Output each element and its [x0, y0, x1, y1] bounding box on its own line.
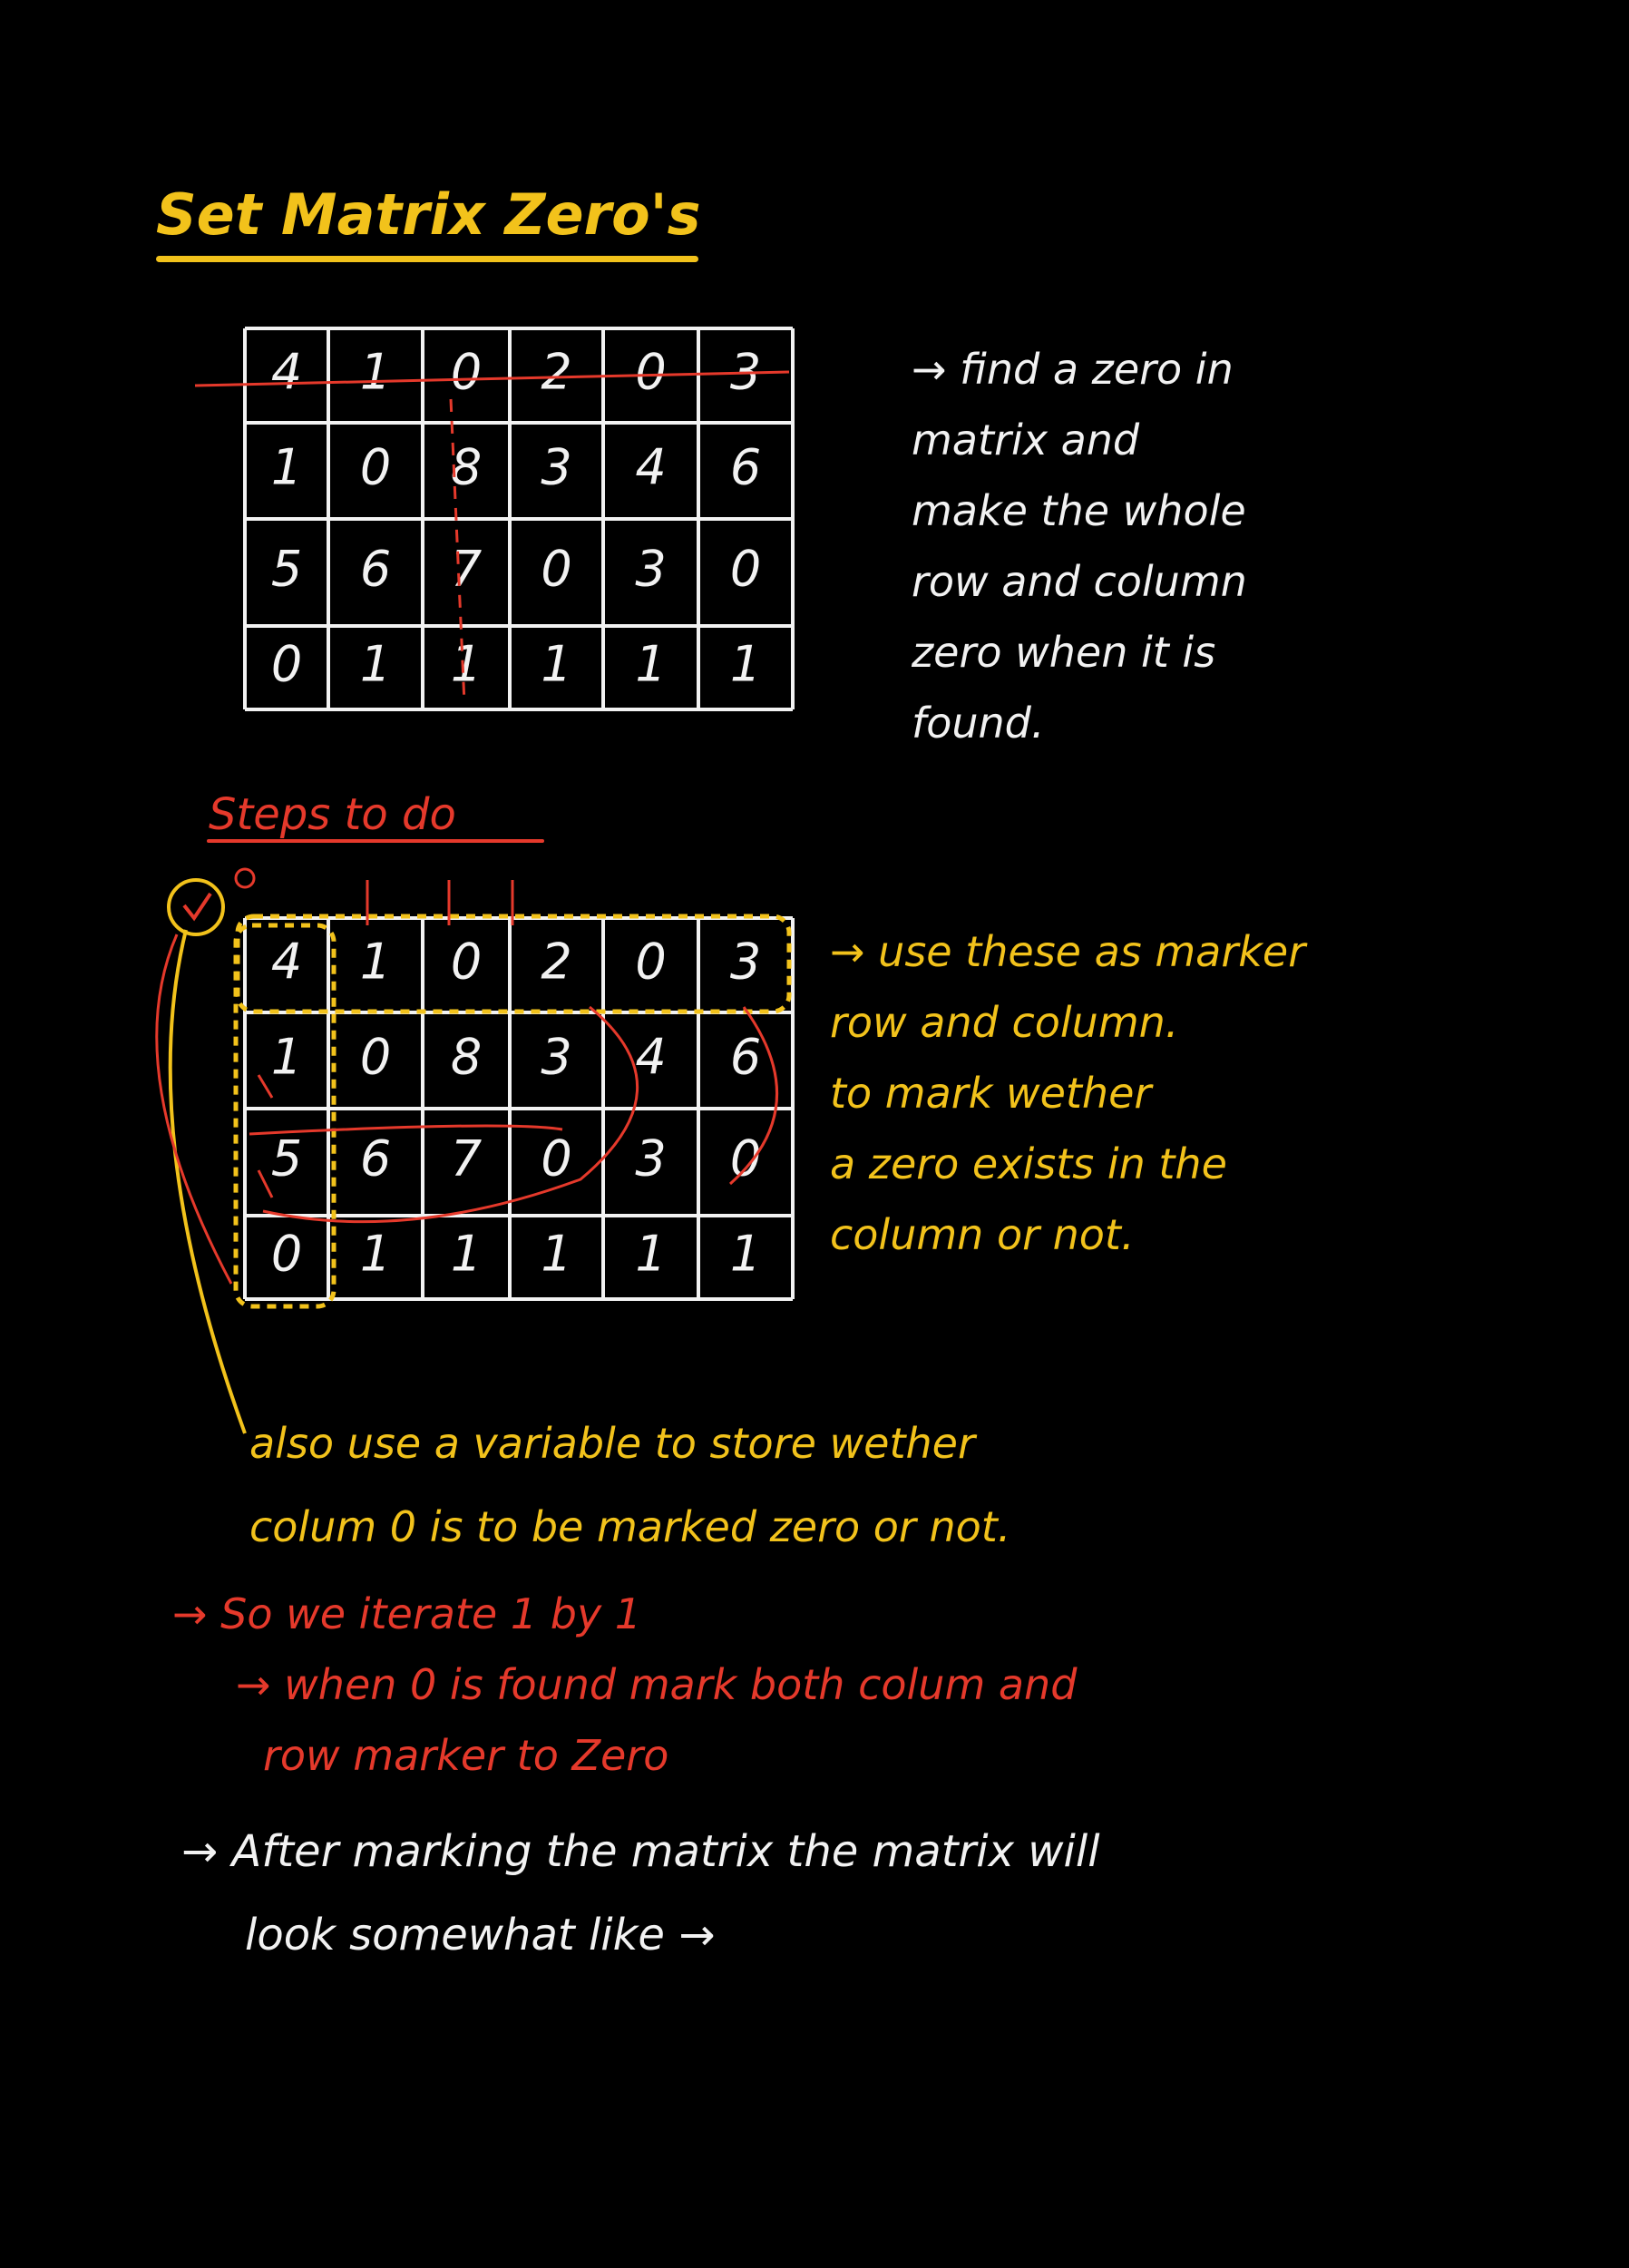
matrix-cell: 5 [271, 1130, 302, 1188]
matrix-cell: 1 [635, 636, 666, 693]
note-iterate: → So we iterate 1 by 1 → when 0 is found… [172, 1579, 1077, 1791]
matrix-cell: 1 [360, 636, 391, 693]
note-find-line: make the whole [912, 486, 1246, 535]
note-variable-line: also use a variable to store wether [249, 1419, 975, 1468]
matrix-cell: 1 [360, 1226, 391, 1283]
matrix-cell: 1 [730, 1226, 761, 1283]
matrix-cell: 6 [730, 439, 761, 496]
steps-underline [207, 839, 544, 843]
matrix-cell: 1 [635, 1226, 666, 1283]
marker-annotations [155, 867, 792, 1434]
matrix-cell: 3 [541, 439, 571, 496]
matrix-cell: 1 [730, 636, 761, 693]
matrix-cell: 0 [271, 636, 302, 693]
matrix-cell: 0 [730, 541, 761, 598]
matrix-cell: 4 [271, 934, 302, 991]
note-markers-line: a zero exists in the [830, 1139, 1227, 1188]
matrix-cell: 1 [271, 439, 302, 496]
matrix-cell: 1 [451, 636, 482, 693]
note-find-line: found. [912, 699, 1045, 748]
matrix-cell: 1 [360, 934, 391, 991]
matrix-cell: 7 [451, 541, 482, 598]
matrix-cell: 2 [541, 934, 571, 991]
matrix-cell: 0 [451, 934, 482, 991]
matrix-cell: 0 [635, 934, 666, 991]
note-find-line: → find a zero in [912, 345, 1234, 394]
title-underline [156, 256, 698, 262]
page-title: Set Matrix Zero's [156, 181, 701, 248]
matrix-cell: 0 [360, 439, 391, 496]
matrix-cell: 0 [360, 1029, 391, 1086]
matrix-cell: 0 [451, 344, 482, 401]
matrix-cell: 4 [635, 439, 666, 496]
matrix-cell: 0 [271, 1226, 302, 1283]
note-find-line: matrix and [912, 415, 1140, 464]
matrix-cell: 2 [541, 344, 571, 401]
matrix-cell: 3 [541, 1029, 571, 1086]
matrix-cell: 3 [635, 541, 666, 598]
matrix-cell: 4 [271, 344, 302, 401]
note-markers-line: column or not. [830, 1210, 1135, 1259]
matrix-cell: 8 [451, 1029, 482, 1086]
note-markers-line: row and column. [830, 998, 1179, 1047]
note-variable: also use a variable to store wether colu… [249, 1402, 1010, 1569]
note-find-line: zero when it is [912, 628, 1216, 677]
note-find-zero: → find a zero in matrix and make the who… [912, 334, 1247, 758]
note-after-marking: → After marking the matrix the matrix wi… [181, 1810, 1100, 1977]
matrix-cell: 6 [730, 1029, 761, 1086]
matrix-cell: 1 [541, 636, 571, 693]
matrix-cell: 0 [635, 344, 666, 401]
note-variable-line: colum 0 is to be marked zero or not. [249, 1502, 1011, 1551]
steps-heading: Steps to do [209, 789, 456, 840]
matrix-cell: 6 [360, 541, 391, 598]
matrix-cell: 1 [271, 1029, 302, 1086]
matrix-cell: 7 [451, 1130, 482, 1188]
matrix-cell: 6 [360, 1130, 391, 1188]
note-iterate-line: row marker to Zero [263, 1731, 669, 1780]
note-iterate-line: → when 0 is found mark both colum and [236, 1660, 1078, 1709]
note-after-line: → After marking the matrix the matrix wi… [181, 1826, 1100, 1877]
matrix-cell: 1 [541, 1226, 571, 1283]
matrix-cell: 0 [541, 541, 571, 598]
matrix-cell: 5 [271, 541, 302, 598]
red-strike-lines [194, 370, 790, 704]
matrix-cell: 1 [451, 1226, 482, 1283]
matrix-cell: 0 [541, 1130, 571, 1188]
note-markers-line: to mark wether [830, 1069, 1152, 1118]
note-find-line: row and column [912, 557, 1247, 606]
matrix-cell: 1 [360, 344, 391, 401]
note-after-line: look somewhat like → [245, 1910, 716, 1960]
note-markers-line: → use these as marker [830, 927, 1306, 976]
matrix-cell: 4 [635, 1029, 666, 1086]
note-iterate-line: → So we iterate 1 by 1 [172, 1589, 642, 1638]
note-markers: → use these as marker row and column. to… [830, 916, 1305, 1270]
matrix-cell: 3 [730, 934, 761, 991]
matrix-cell: 3 [635, 1130, 666, 1188]
